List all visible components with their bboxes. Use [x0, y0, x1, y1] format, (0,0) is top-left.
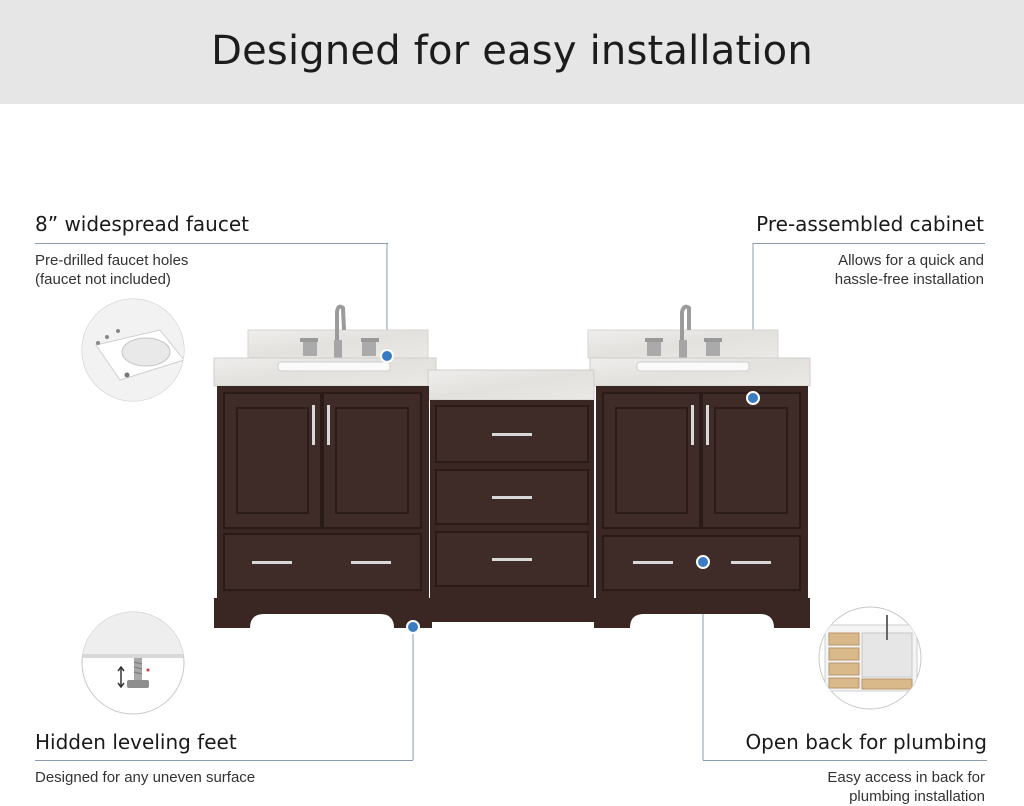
- left-faucet: [300, 304, 379, 358]
- left-cabinet: [214, 386, 432, 628]
- feet-desc-line1: Designed for any uneven surface: [35, 769, 256, 786]
- feet-title: Hidden leveling feet: [35, 730, 237, 754]
- open-back-icon: [818, 606, 922, 710]
- header-banner: Designed for easy installation: [0, 0, 1024, 104]
- sink-detail-icon: [81, 298, 185, 402]
- right-cabinet: [594, 386, 810, 628]
- cabinet-desc-line1: Allows for a quick and: [838, 252, 984, 269]
- faucet-leader-rule: [35, 243, 388, 244]
- plumbing-leader-rule: [703, 760, 987, 761]
- page-title: Designed for easy installation: [211, 28, 813, 74]
- leveling-foot-icon: [81, 611, 185, 715]
- plumbing-title: Open back for plumbing: [745, 730, 987, 754]
- plumbing-desc-line2: plumbing installation: [849, 788, 985, 805]
- cabinet-title: Pre-assembled cabinet: [756, 212, 984, 236]
- cabinet-leader-rule: [753, 243, 985, 244]
- right-faucet: [645, 304, 722, 358]
- feet-leader-rule: [35, 760, 413, 761]
- faucet-desc-line2: (faucet not included): [35, 271, 171, 288]
- middle-drawer-tower: [430, 400, 594, 622]
- cabinet-desc-line2: hassle-free installation: [834, 271, 984, 288]
- plumbing-desc-line1: Easy access in back for: [827, 769, 985, 786]
- faucet-desc-line1: Pre-drilled faucet holes: [35, 252, 189, 269]
- marker-dot-icon: [380, 349, 760, 634]
- faucet-title: 8” widespread faucet: [35, 212, 249, 236]
